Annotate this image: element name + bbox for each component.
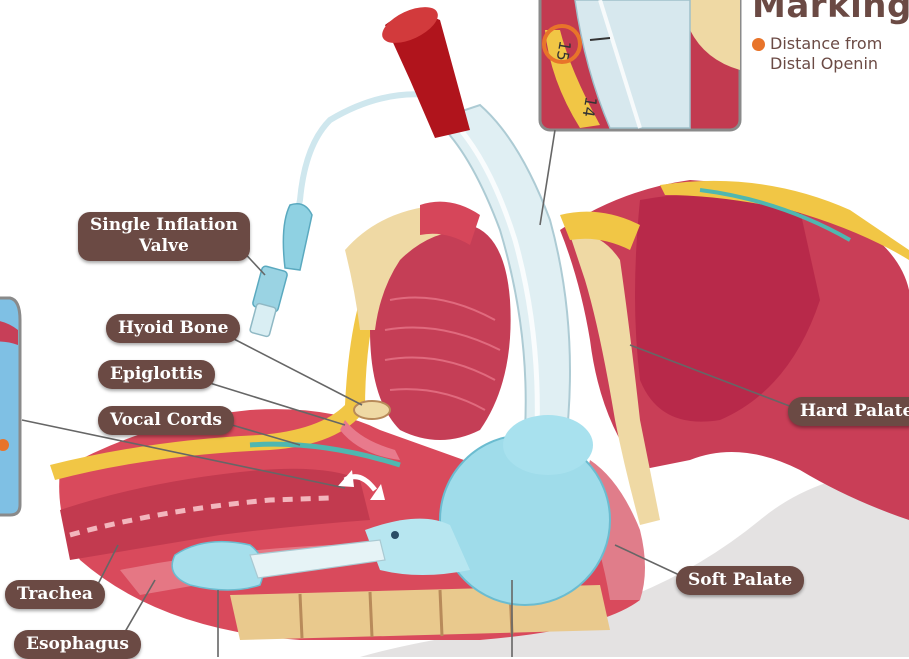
scale-mark-14: 14	[579, 95, 601, 118]
label-single-inflation-valve-line2: Valve	[90, 236, 238, 257]
marking-description-line2: Distal Openin	[770, 54, 878, 73]
cuff-marker	[391, 531, 399, 539]
label-single-inflation-valve-line1: Single Inflation	[90, 215, 238, 236]
label-single-inflation-valve: Single Inflation Valve	[78, 212, 250, 261]
label-soft-palate: Soft Palate	[676, 566, 804, 595]
label-hyoid-bone: Hyoid Bone	[106, 314, 240, 343]
label-epiglottis: Epiglottis	[98, 360, 215, 389]
top-inset: 15 14	[540, 0, 740, 130]
valve-tip	[249, 303, 276, 337]
label-hard-palate: Hard Palate	[788, 397, 909, 426]
marking-title: Marking	[752, 0, 909, 26]
leader-hyoid	[232, 338, 362, 405]
marking-description-line1: Distance from	[770, 34, 882, 53]
pilot-valve	[283, 204, 312, 270]
lma-cuff-top	[503, 415, 593, 475]
marking-dot-icon	[752, 38, 765, 51]
label-vocal-cords: Vocal Cords	[98, 406, 234, 435]
label-trachea: Trachea	[5, 580, 105, 609]
distal-tip	[172, 542, 263, 590]
inflation-line	[298, 94, 430, 210]
label-esophagus: Esophagus	[14, 630, 141, 659]
